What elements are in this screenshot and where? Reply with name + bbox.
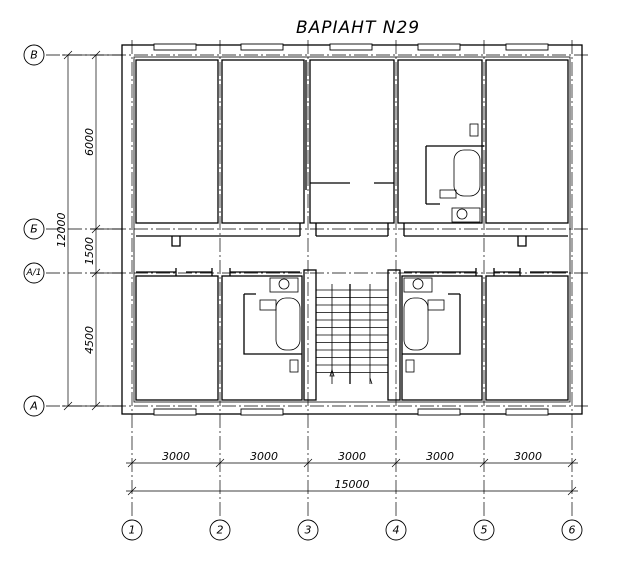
row-bubble-a1: [23, 262, 45, 284]
exterior-wall-inner: [133, 56, 571, 403]
col-bubble-2: [209, 519, 231, 541]
sink-lower-left: [259, 299, 277, 311]
wall-stub-1: [171, 236, 181, 247]
col-label-5: 5: [481, 524, 488, 537]
col-label-4: 4: [393, 524, 400, 537]
col-bubble-4: [385, 519, 407, 541]
exterior-wall-outer: [121, 44, 583, 415]
room-upper-2: [221, 59, 305, 224]
window-top-1: [153, 43, 197, 51]
door-ticks: [175, 268, 521, 276]
fixture-lower-right: [405, 359, 415, 373]
window-bottom-1: [153, 408, 197, 416]
sink-upper: [439, 189, 457, 199]
row-label-v: В: [30, 49, 38, 62]
col-label-2: 2: [217, 524, 224, 537]
dimensions: [62, 50, 578, 496]
staircase: [316, 284, 388, 385]
wall-stub-2: [517, 236, 527, 247]
dim-h-seg-3: 3000: [338, 450, 366, 463]
windows: [153, 43, 549, 416]
room-lower-1: [135, 275, 219, 401]
row-axis-bubbles: В Б А/1 А: [23, 44, 45, 417]
room-lower-5: [485, 275, 569, 401]
room-lower-2: [221, 275, 303, 401]
stair-wall-right: [387, 269, 401, 401]
stair-rails: [331, 284, 371, 384]
row-bubble-v: [23, 44, 45, 66]
fixture-upper: [469, 123, 479, 137]
row-label-a1: А/1: [26, 268, 42, 278]
room-upper-5: [485, 59, 569, 224]
row-label-a: А: [29, 400, 38, 413]
toilet-box-lower-left: [269, 277, 299, 293]
dim-4500: 4500: [83, 326, 96, 354]
row-bubble-b: [23, 218, 45, 240]
window-top-5: [505, 43, 549, 51]
room-upper-4: [397, 59, 483, 224]
col-bubble-5: [473, 519, 495, 541]
bathroom-upper-walls: [425, 145, 484, 205]
col-bubble-1: [121, 519, 143, 541]
stair-wall-left: [303, 269, 317, 401]
bathtub-upper: [453, 149, 481, 197]
dim-h-seg-2: 3000: [250, 450, 278, 463]
bathroom-lower-right-walls: [402, 293, 461, 355]
dim-h-total: 15000: [335, 478, 370, 491]
toilet-upper: [456, 208, 468, 220]
dim-6000: 6000: [83, 128, 96, 156]
dim-1500: 1500: [83, 237, 96, 265]
room-upper-3: [309, 59, 395, 224]
wall-stub-4: [387, 223, 405, 236]
bathtub-lower-right: [403, 297, 429, 351]
window-top-3: [329, 43, 373, 51]
wall-stub-3: [299, 223, 317, 236]
column-axis-bubbles: 1 2 3 4 5 6: [121, 519, 583, 541]
building-walls: [121, 44, 583, 415]
fixture-lower-left: [289, 359, 299, 373]
bathtub-lower-left: [275, 297, 301, 351]
toilet-lower-right: [412, 278, 424, 290]
window-top-2: [240, 43, 284, 51]
bathroom-lower-left-walls: [243, 293, 302, 355]
dim-h-seg-5: 3000: [514, 450, 542, 463]
stair-arrow-head: [369, 377, 373, 385]
toilet-box-upper: [451, 207, 481, 223]
window-bottom-2: [240, 408, 284, 416]
dim-ticks-v: [63, 50, 101, 411]
room-upper-1: [135, 59, 219, 224]
window-top-4: [417, 43, 461, 51]
row-label-b: Б: [30, 223, 38, 236]
dim-ticks-h: [127, 458, 577, 496]
room-lower-4: [401, 275, 483, 401]
col-label-3: 3: [305, 524, 312, 537]
grid-axes: [46, 40, 590, 516]
dim-h-seg-1: 3000: [162, 450, 190, 463]
col-bubble-6: [561, 519, 583, 541]
toilet-lower-left: [278, 278, 290, 290]
drawing-title: ВАРІАНТ N29: [296, 18, 420, 38]
col-label-1: 1: [129, 524, 136, 537]
window-bottom-5: [505, 408, 549, 416]
stair-arrow: [329, 368, 335, 377]
sink-lower-right: [427, 299, 445, 311]
dim-h-seg-4: 3000: [426, 450, 454, 463]
col-label-6: 6: [569, 524, 576, 537]
toilet-box-lower-right: [403, 277, 433, 293]
row-bubble-a: [23, 395, 45, 417]
col-bubble-3: [297, 519, 319, 541]
window-bottom-4: [417, 408, 461, 416]
dim-total-vertical: 12000: [55, 213, 68, 248]
interior-details: [175, 60, 521, 373]
